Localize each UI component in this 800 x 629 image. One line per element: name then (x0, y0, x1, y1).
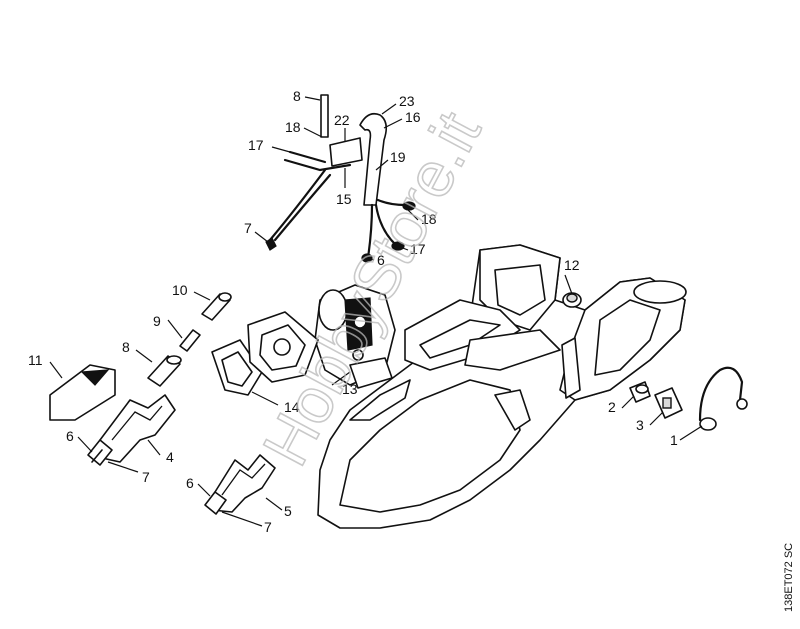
callout-13-visible: 13 (342, 381, 358, 397)
plug-12 (562, 292, 582, 308)
callout-14: 14 (284, 399, 300, 415)
leader-lines (49, 96, 703, 527)
callout-7-top: 7 (244, 220, 252, 236)
callout-18: 18 (421, 211, 437, 227)
callout-1: 1 (670, 432, 678, 448)
crankcase-housing (317, 244, 687, 529)
bushing-2 (629, 381, 651, 403)
callout-15: 15 (336, 191, 352, 207)
callout-2: 2 (608, 399, 616, 415)
callout-9: 9 (153, 313, 161, 329)
callout-6-left: 6 (66, 428, 74, 444)
sleeve-9 (179, 329, 201, 352)
spring-5 (209, 454, 276, 513)
pin-8-top (320, 94, 329, 138)
callout-11: 11 (28, 352, 43, 368)
callout-labels: 8 18 17 22 23 16 19 15 18 17 6 7 12 10 9… (28, 88, 678, 535)
callout-3: 3 (636, 417, 644, 433)
callout-21: 19 (390, 149, 406, 165)
callout-4: 4 (166, 449, 174, 465)
callout-7-bottom: 7 (264, 519, 272, 535)
callout-8-left: 8 (122, 339, 130, 355)
wiring-harness (265, 94, 416, 263)
callout-20: 18 (285, 119, 301, 135)
intake-flange (247, 311, 319, 383)
callout-6-top: 6 (377, 252, 385, 268)
callout-23: 23 (399, 93, 415, 109)
callout-16: 16 (405, 109, 421, 125)
callout-12: 12 (564, 257, 580, 273)
connector-3 (654, 387, 683, 419)
sleeve-10 (201, 292, 232, 321)
clip-left (87, 439, 113, 466)
callout-6-bottom: 6 (186, 475, 194, 491)
callout-17: 17 (410, 241, 426, 257)
callout-7-left: 7 (142, 469, 150, 485)
block-11 (49, 364, 116, 421)
callout-5: 5 (284, 503, 292, 519)
ignition-lead-1 (698, 366, 748, 431)
callout-19: 17 (248, 137, 264, 153)
gasket-14 (211, 339, 263, 396)
spring-4 (99, 394, 176, 463)
carburetor (314, 284, 396, 389)
callout-22: 22 (334, 112, 350, 128)
callout-10: 10 (172, 282, 188, 298)
sleeve-8 (147, 355, 182, 387)
callout-8-top: 8 (293, 88, 301, 104)
reference-code: 138ET072 SC (783, 543, 795, 612)
clip-bottom (204, 491, 227, 515)
